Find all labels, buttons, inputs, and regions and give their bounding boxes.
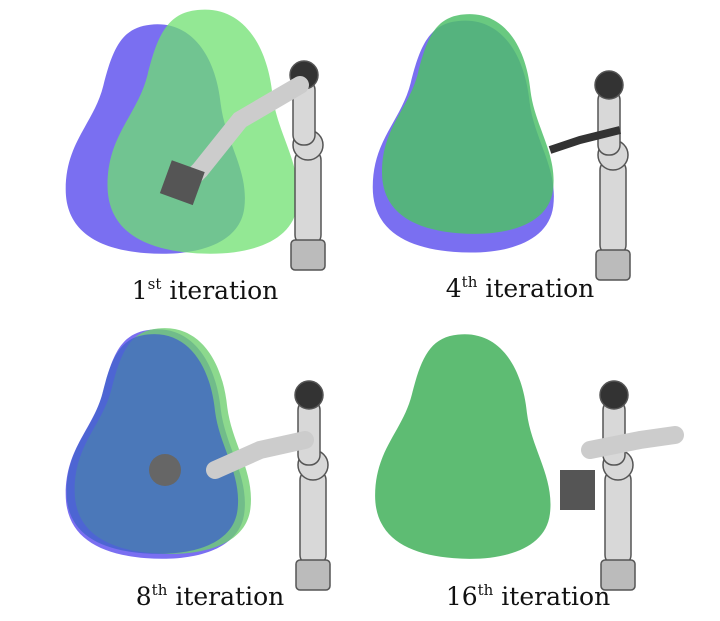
caption-number: 1 bbox=[131, 276, 148, 305]
robot-arm bbox=[294, 380, 331, 591]
caption-iteration-8: 8th iteration bbox=[136, 582, 284, 611]
caption-word: iteration bbox=[485, 274, 595, 303]
gripper-icon bbox=[149, 454, 181, 486]
gripper-icon bbox=[560, 470, 595, 510]
panel-iteration-16 bbox=[375, 334, 684, 591]
estimated-shape bbox=[382, 14, 554, 234]
caption-suffix: th bbox=[477, 581, 494, 599]
caption-suffix: th bbox=[151, 581, 168, 599]
caption-suffix: st bbox=[147, 275, 162, 293]
caption-iteration-1: 1st iteration bbox=[132, 276, 278, 305]
caption-number: 16 bbox=[445, 582, 478, 611]
caption-number: 8 bbox=[135, 582, 152, 611]
caption-word: iteration bbox=[175, 582, 285, 611]
robot-link bbox=[548, 126, 621, 154]
panel-iteration-8 bbox=[65, 328, 331, 591]
estimated-shape bbox=[375, 334, 551, 559]
caption-suffix: th bbox=[461, 273, 478, 291]
robot-arm bbox=[599, 380, 636, 591]
panel-iteration-1 bbox=[65, 9, 326, 271]
robot-link bbox=[581, 426, 684, 459]
gripper-icon bbox=[159, 160, 205, 206]
caption-word: iteration bbox=[169, 276, 279, 305]
caption-iteration-4: 4th iteration bbox=[446, 274, 594, 303]
panel-iteration-4 bbox=[372, 14, 631, 281]
robot-arm bbox=[594, 70, 631, 281]
caption-iteration-16: 16th iteration bbox=[446, 582, 610, 611]
caption-word: iteration bbox=[501, 582, 611, 611]
caption-number: 4 bbox=[445, 274, 462, 303]
robot-link bbox=[206, 431, 314, 479]
